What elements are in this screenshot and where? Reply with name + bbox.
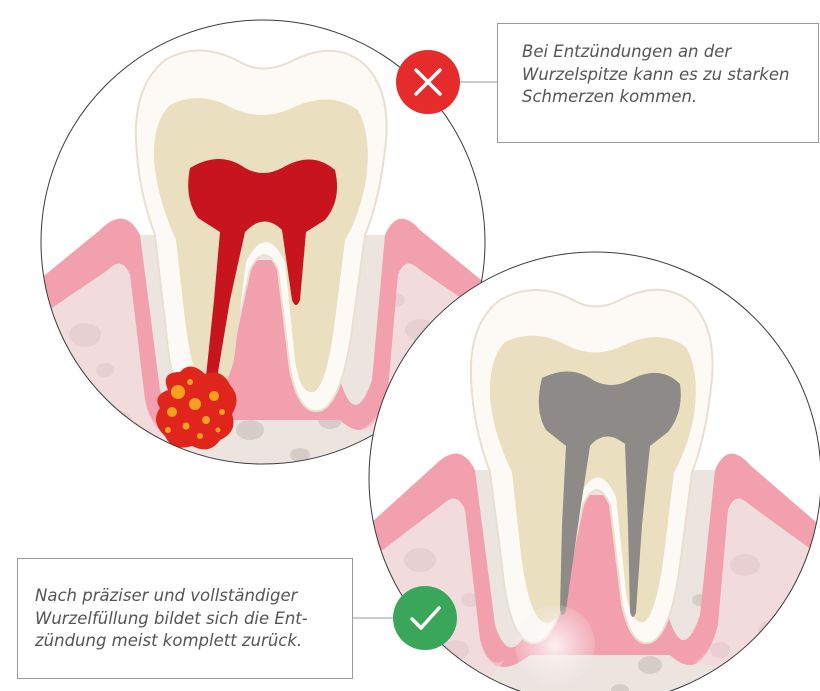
healed-area (515, 605, 595, 685)
caption-line: zündung meist komplett zurück. (35, 630, 352, 653)
caption-line: Schmerzen kommen. (522, 86, 818, 109)
caption-line: Wurzelfüllung bildet sich die Ent- (35, 608, 352, 631)
abscess (156, 366, 237, 449)
caption-inflammation: Bei Entzündungen an der Wurzelspitze kan… (497, 23, 819, 143)
positive-badge (393, 586, 457, 650)
caption-line: Bei Entzündungen an der (522, 41, 818, 64)
caption-healing: Nach präziser und vollständiger Wurzelfü… (17, 558, 353, 679)
caption-line: Wurzelspitze kann es zu starken (522, 64, 818, 87)
caption-line: Nach präziser und vollständiger (35, 585, 352, 608)
negative-badge (396, 50, 460, 114)
